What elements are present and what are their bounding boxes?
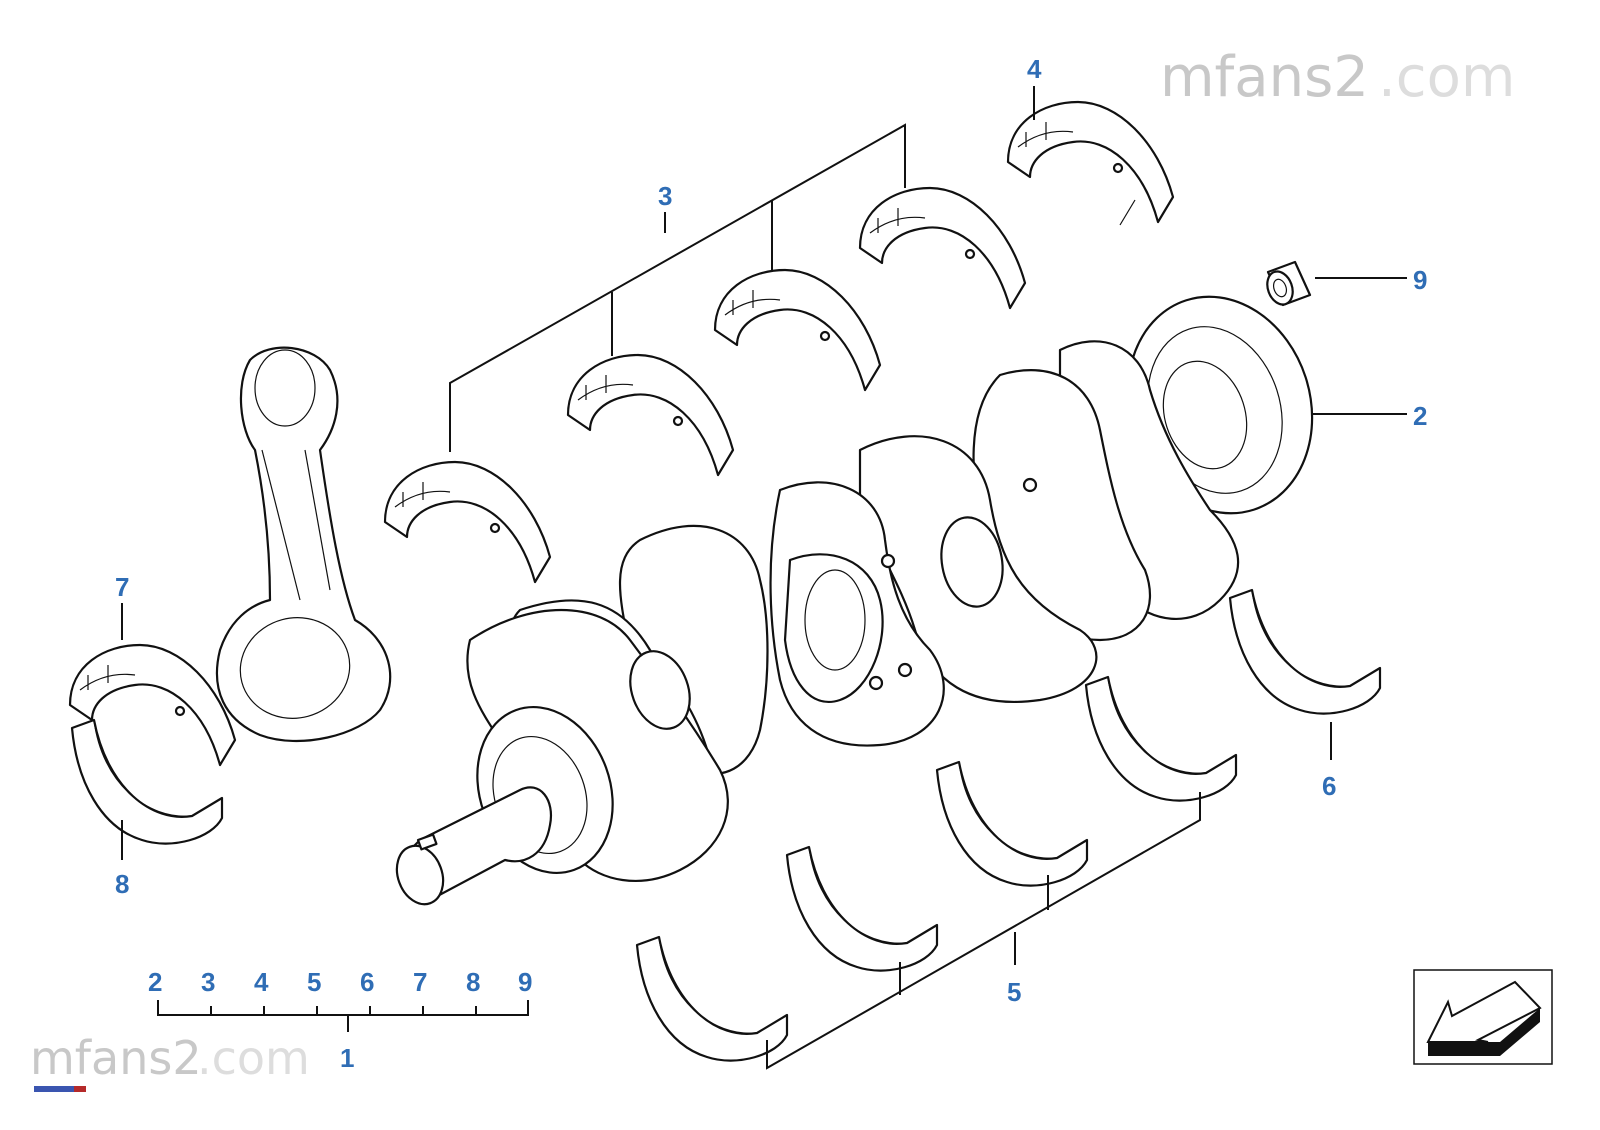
bearing-shell [566, 353, 735, 477]
legend-item: 3 [201, 967, 215, 997]
callouts: 3 4 9 2 6 5 7 8 [115, 54, 1427, 1007]
watermark-top: mfans2 .com [1160, 45, 1515, 110]
bearing-shell [858, 186, 1027, 310]
legend-item: 9 [518, 967, 532, 997]
crankshaft [395, 295, 1314, 906]
brand-stripe-blue [34, 1086, 74, 1092]
callout-5: 5 [1007, 977, 1021, 1007]
pilot-bush [1266, 260, 1312, 307]
direction-arrow-icon [1413, 969, 1553, 1065]
callout-2: 2 [1413, 401, 1427, 431]
callout-6: 6 [1322, 771, 1336, 801]
connecting-rod [215, 346, 392, 743]
bearing-shell [785, 845, 939, 972]
legend-item: 2 [148, 967, 162, 997]
bearing-shell [935, 760, 1089, 887]
thrust-bearing-lower-shell [1228, 588, 1382, 715]
bearing-shell [1084, 675, 1238, 802]
bearing-shell [635, 935, 789, 1062]
bearing-shell [383, 460, 552, 584]
callout-4: 4 [1027, 54, 1042, 84]
legend-item: 6 [360, 967, 374, 997]
watermark-main-text: mfans2 [30, 1031, 202, 1085]
callout-7: 7 [115, 572, 129, 602]
legend-total: 1 [340, 1043, 354, 1073]
callout-8: 8 [115, 869, 129, 899]
bearing-shell [713, 268, 882, 392]
watermark-main-text: mfans2 [1160, 45, 1369, 110]
legend-item: 4 [254, 967, 269, 997]
watermark-suffix-text: .com [197, 1031, 310, 1085]
conrod-bearing-lower [70, 718, 224, 845]
watermark-bottom: mfans2 .com [30, 1031, 310, 1092]
leader-lines [121, 86, 1407, 1070]
watermark-suffix-text: .com [1378, 45, 1515, 110]
legend-item: 7 [413, 967, 427, 997]
legend-item: 5 [307, 967, 321, 997]
callout-9: 9 [1413, 265, 1427, 295]
set-legend: 2 3 4 5 6 7 8 9 1 [148, 967, 532, 1073]
callout-3: 3 [658, 181, 672, 211]
brand-stripe-red [74, 1086, 86, 1092]
thrust-bearing-shell [1006, 100, 1175, 226]
legend-item: 8 [466, 967, 480, 997]
